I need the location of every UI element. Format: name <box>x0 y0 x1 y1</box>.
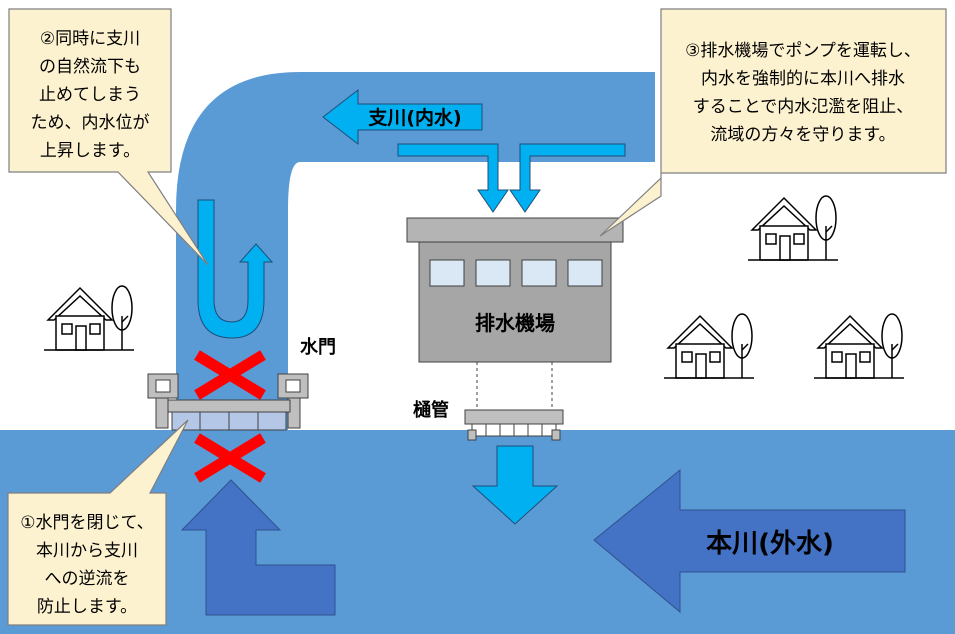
sluice-pipe-top <box>464 409 564 425</box>
pump-station-label: 排水機場 <box>475 311 555 335</box>
callout-2-bubble <box>8 8 209 266</box>
callout-3-line: 内水を強制的に本川へ排水 <box>701 69 905 89</box>
house-tree-icon <box>748 195 838 261</box>
callout-2-line: 上昇します。 <box>40 141 140 161</box>
tributary-arrow <box>322 88 483 146</box>
backflow-arrow <box>180 479 336 616</box>
tributary-channel <box>176 72 655 430</box>
callout-2-line: 止めてしまう <box>39 85 141 105</box>
pump-station-window <box>429 259 465 287</box>
pump-station-window <box>475 259 511 287</box>
water-gate-label: 水門 <box>300 336 336 358</box>
callout-2-line: ②同時に支川 <box>40 29 140 49</box>
callout-1-line: 本川から支川 <box>36 541 138 561</box>
callout-2-line: の自然流下も <box>39 57 141 77</box>
sluice-foot <box>467 429 477 441</box>
callout-2-line: ため、内水位が <box>31 113 150 133</box>
house-tree-icon <box>44 285 134 351</box>
callout-3-bubble <box>599 8 947 237</box>
callout-3-line: 流域の方々を守ります。 <box>710 125 895 145</box>
main-river-label: 本川(外水) <box>706 529 834 559</box>
gate-post-window <box>155 379 171 393</box>
gate-beam <box>167 399 291 413</box>
cross-mark-icon <box>194 433 266 483</box>
sluice-foot <box>551 429 561 441</box>
main-river-arrow <box>593 468 906 614</box>
water-gate <box>147 373 309 431</box>
house-tree-icon <box>814 313 904 379</box>
intake-arrow-right <box>509 143 626 213</box>
u-turn-arrow-icon <box>197 199 274 339</box>
discharge-arrow <box>471 445 559 525</box>
pump-station-roof <box>406 217 624 243</box>
tributary-label: 支川(内水) <box>367 106 461 129</box>
pump-station-window <box>521 259 557 287</box>
cross-mark-icon <box>194 350 266 400</box>
house-tree-icon <box>664 313 754 379</box>
pump-station-window <box>567 259 603 287</box>
gate-post-leg <box>155 397 169 429</box>
callout-3-line: することで内水氾濫を阻止、 <box>693 97 914 117</box>
callout-1-line: への逆流を <box>45 569 130 589</box>
gate-post-window <box>285 379 301 393</box>
sluice-pipe-label: 樋管 <box>413 399 449 421</box>
callout-1-line: 防止します。 <box>37 597 137 617</box>
callout-1-bubble <box>7 419 189 626</box>
gate-post-leg <box>287 397 301 429</box>
intake-arrow-left <box>397 143 509 213</box>
callout-3-line: ③排水機場でポンプを運転し、 <box>685 41 921 61</box>
callout-1-line: ①水門を閉じて、 <box>20 513 153 533</box>
